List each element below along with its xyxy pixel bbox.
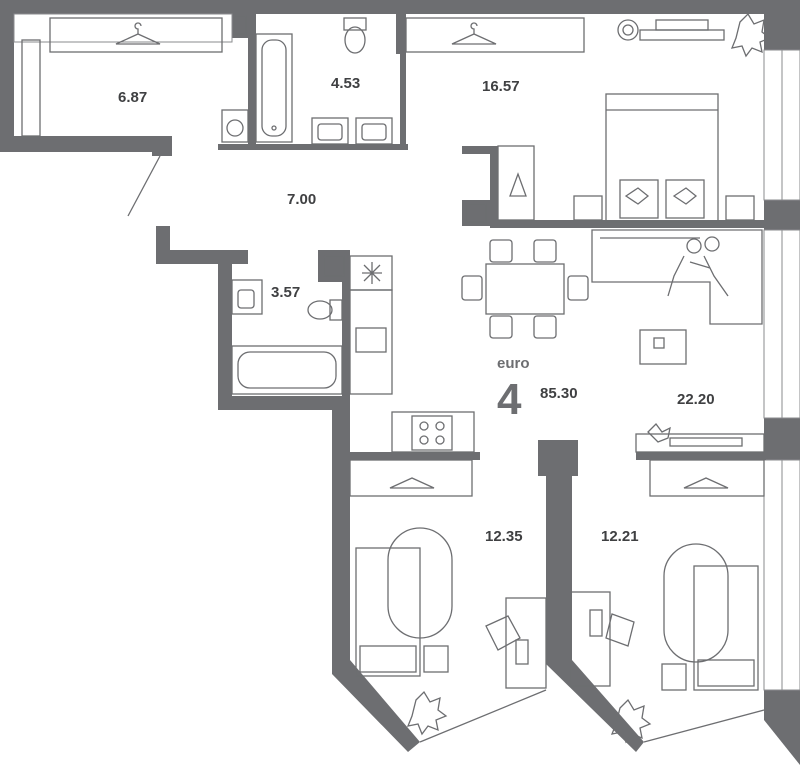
area-living-kitchen: 22.20 [677, 391, 715, 408]
sofa-icon [591, 229, 763, 325]
washing-machine-icon [221, 109, 249, 143]
area-bedroom-master: 16.57 [482, 78, 520, 95]
area-bathroom-guest: 3.57 [271, 284, 300, 301]
plant-icon [610, 698, 652, 744]
armchair-icon [605, 613, 635, 647]
desk-icon [505, 597, 547, 689]
toilet-icon [307, 299, 343, 321]
bathtub-icon [255, 33, 293, 143]
hanger-icon [349, 459, 473, 497]
hanger-icon [649, 459, 765, 497]
room-count: 4 [497, 375, 522, 424]
plant-icon [406, 690, 448, 736]
hanger-icon [49, 17, 223, 53]
nightstand [661, 663, 687, 691]
sink-icon [231, 279, 263, 315]
total-area: 85.30 [540, 385, 578, 402]
tv-icon [639, 19, 725, 41]
hanger-icon [405, 17, 585, 53]
area-bedroom-right: 12.21 [601, 528, 639, 545]
kitchen-counter [349, 289, 393, 395]
nightstand [423, 645, 449, 673]
people-icon [667, 236, 729, 297]
armchair-icon [485, 615, 521, 651]
closet-hanger-icon [497, 145, 535, 221]
double-bed-icon [573, 93, 755, 223]
coffee-table-icon [639, 329, 687, 365]
area-bedroom-left: 12.35 [485, 528, 523, 545]
dining-table-icon [461, 239, 589, 339]
entrance-door [127, 155, 161, 217]
bathtub-icon [231, 345, 343, 395]
stove-icon [391, 411, 475, 453]
area-bathroom-main: 4.53 [331, 75, 360, 92]
area-hall: 7.00 [287, 191, 316, 208]
layout-type: euro [497, 355, 530, 372]
plant-icon [617, 12, 772, 58]
single-bed-icon [355, 527, 453, 677]
area-wardrobe: 6.87 [118, 89, 147, 106]
toilet-icon [343, 17, 367, 54]
sink-icon [311, 117, 393, 145]
wardrobe-cabinet [21, 39, 41, 137]
single-bed-icon [663, 543, 759, 691]
tv-icon [635, 423, 765, 453]
fridge-icon [349, 255, 393, 291]
